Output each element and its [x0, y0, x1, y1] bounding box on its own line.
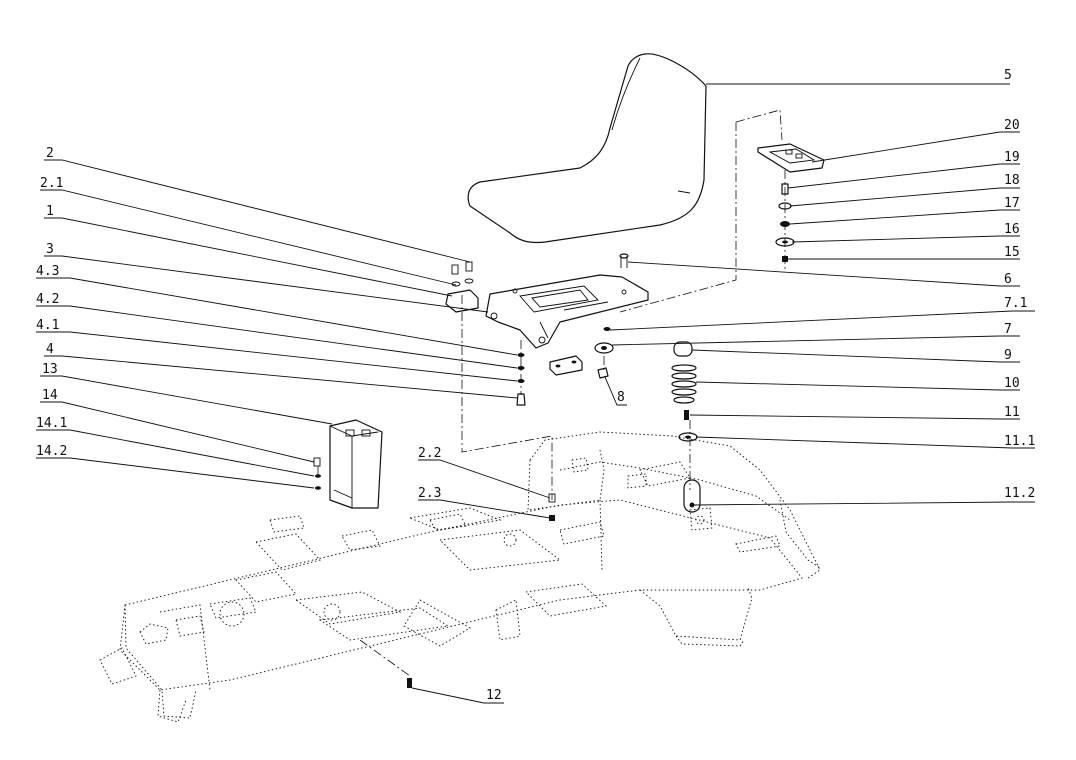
callout-15: 15	[1004, 245, 1020, 260]
callout-3: 3	[46, 242, 54, 257]
slot-bracket-part-11-2[interactable]	[683, 479, 701, 513]
callout-4-3: 4.3	[36, 264, 59, 279]
callout-9: 9	[1004, 348, 1012, 363]
callout-7-1: 7.1	[1004, 296, 1027, 311]
callout-1: 1	[46, 204, 54, 219]
callout-4-2: 4.2	[36, 292, 59, 307]
washer-part-7[interactable]	[594, 327, 614, 354]
callout-13: 13	[42, 362, 58, 377]
callout-4: 4	[46, 342, 54, 357]
callout-2-2: 2.2	[418, 446, 441, 461]
callout-20: 20	[1004, 118, 1020, 133]
callout-8: 8	[617, 390, 625, 405]
callout-2: 2	[46, 146, 54, 161]
callout-12: 12	[486, 688, 502, 703]
damper-cap-part-9[interactable]	[673, 341, 693, 357]
bolt-part-6[interactable]	[619, 253, 629, 268]
leader-lines	[36, 83, 1035, 704]
seat-plate-part-1[interactable]	[485, 274, 649, 349]
bracket-part-2[interactable]	[445, 261, 479, 313]
callout-2-1: 2.1	[40, 176, 63, 191]
assembly-centerlines	[317, 109, 786, 677]
callout-7: 7	[1004, 322, 1012, 337]
clamp-plate-part-8[interactable]	[549, 355, 609, 379]
bolt-part-12[interactable]	[407, 678, 412, 688]
seat-part-5[interactable]	[467, 53, 707, 244]
housing-box-part-13[interactable]	[329, 419, 383, 509]
bolt-part-14[interactable]	[313, 457, 321, 490]
slide-bracket-part-20[interactable]	[757, 143, 825, 173]
callout-19: 19	[1004, 150, 1020, 165]
callout-6: 6	[1004, 272, 1012, 287]
callout-2-3: 2.3	[418, 486, 441, 501]
callout-11: 11	[1004, 405, 1020, 420]
callout-5: 5	[1004, 68, 1012, 83]
callout-18: 18	[1004, 173, 1020, 188]
callout-11-2: 11.2	[1004, 486, 1035, 501]
callout-16: 16	[1004, 222, 1020, 237]
callout-labels: 5 20 19 18 17 16 15 6 7.1 7 9 10 11 11.1…	[36, 68, 1035, 703]
chassis-frame	[99, 431, 821, 723]
callout-14-2: 14.2	[36, 444, 67, 459]
pin-part-11[interactable]	[684, 410, 689, 420]
spring-part-10[interactable]	[671, 364, 697, 404]
callout-10: 10	[1004, 376, 1020, 391]
callout-17: 17	[1004, 196, 1020, 211]
washer-part-11-1[interactable]	[678, 432, 698, 442]
callout-4-1: 4.1	[36, 318, 59, 333]
callout-14-1: 14.1	[36, 416, 67, 431]
callout-14: 14	[42, 388, 58, 403]
callout-11-1: 11.1	[1004, 434, 1035, 449]
